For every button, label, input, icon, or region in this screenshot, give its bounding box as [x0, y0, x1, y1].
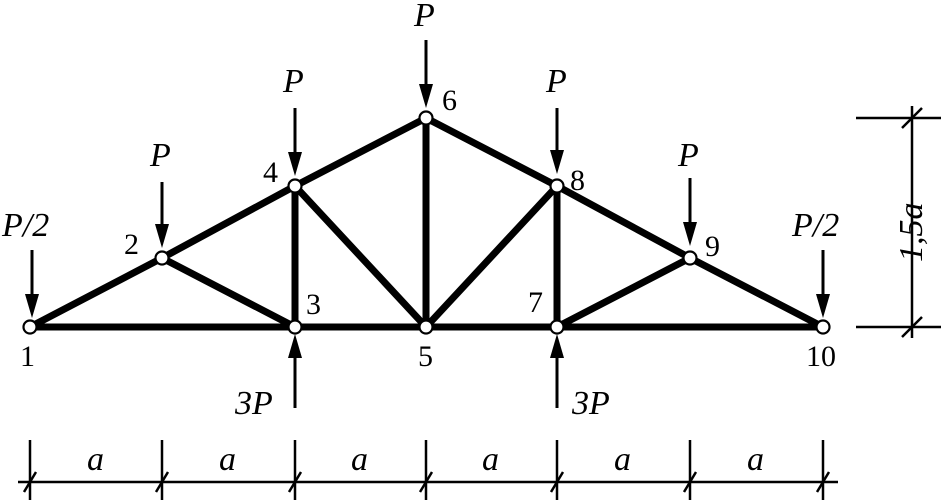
node-7 [549, 319, 565, 335]
member-9-10 [686, 254, 827, 331]
node-2 [154, 250, 170, 266]
load-label-node4: P [282, 63, 304, 100]
load-label-left-half: P/2 [1, 207, 49, 244]
node-8 [549, 178, 565, 194]
span-label-1: a [87, 441, 104, 478]
member-2-4 [158, 182, 299, 262]
reaction-label-node7: 3P [571, 385, 610, 422]
truss-members [26, 114, 827, 331]
member-8-9 [553, 182, 694, 262]
node-3 [287, 319, 303, 335]
member-6-8 [422, 114, 561, 190]
load-label-right-half: P/2 [791, 207, 839, 244]
member-2-3 [158, 254, 299, 331]
load-label-node6: P [413, 0, 435, 34]
load-label-node9: P [677, 137, 699, 174]
node-label-10: 10 [806, 340, 836, 373]
node-label-9: 9 [705, 230, 720, 263]
span-label-2: a [219, 441, 236, 478]
member-7-9 [553, 254, 694, 331]
reaction-label-node3: 3P [234, 385, 273, 422]
reaction-arrows [288, 334, 564, 408]
node-4 [287, 178, 303, 194]
node-label-4: 4 [263, 156, 278, 189]
node-label-5: 5 [418, 340, 433, 373]
load-labels: P/2 P P P P P P/2 3P 3P [1, 0, 839, 422]
node-10 [815, 319, 831, 335]
span-label-3: a [351, 441, 368, 478]
node-9 [682, 250, 698, 266]
span-label-6: a [747, 441, 764, 478]
node-label-1: 1 [20, 340, 35, 373]
span-dimension: a a a a a a [18, 440, 838, 500]
member-1-2 [26, 254, 166, 331]
node-label-3: 3 [306, 288, 321, 321]
height-dimension: 1,5a [856, 106, 941, 338]
node-5 [418, 319, 434, 335]
height-label: 1,5a [893, 203, 930, 263]
member-4-6 [291, 114, 430, 190]
truss-nodes [22, 110, 831, 335]
member-4-5 [291, 182, 430, 331]
load-arrows [25, 40, 830, 318]
span-label-4: a [482, 441, 499, 478]
span-label-5: a [614, 441, 631, 478]
node-6 [418, 110, 434, 126]
node-label-8: 8 [570, 164, 585, 197]
node-labels: 1 2 3 4 5 6 7 8 9 10 [20, 84, 836, 373]
load-label-node2: P [149, 137, 171, 174]
node-label-6: 6 [442, 84, 457, 117]
member-5-8 [422, 182, 561, 331]
node-1 [22, 319, 38, 335]
load-label-node8: P [545, 63, 567, 100]
node-label-7: 7 [528, 286, 543, 319]
node-label-2: 2 [124, 228, 139, 261]
